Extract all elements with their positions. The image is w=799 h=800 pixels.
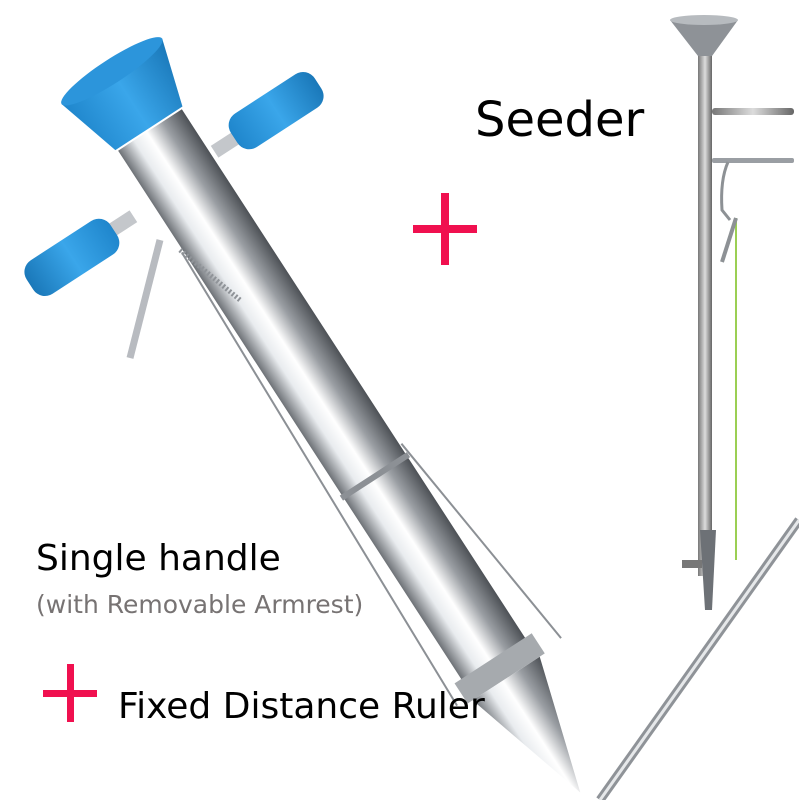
fixed-distance-ruler-rod [596,517,799,800]
single-handle-title: Single handle [36,538,281,579]
seeder-photo [670,15,794,610]
armrest-note: (with Removable Armrest) [36,590,364,619]
fixed-distance-ruler-label: Fixed Distance Ruler [118,686,485,727]
hand-planter-tube [61,37,581,793]
removable-armrest [126,239,242,359]
plus-icon [413,193,477,265]
plus-icon [43,664,97,722]
seeder-label: Seeder [475,92,645,148]
handle-left [24,210,138,296]
handle-right [210,72,324,158]
